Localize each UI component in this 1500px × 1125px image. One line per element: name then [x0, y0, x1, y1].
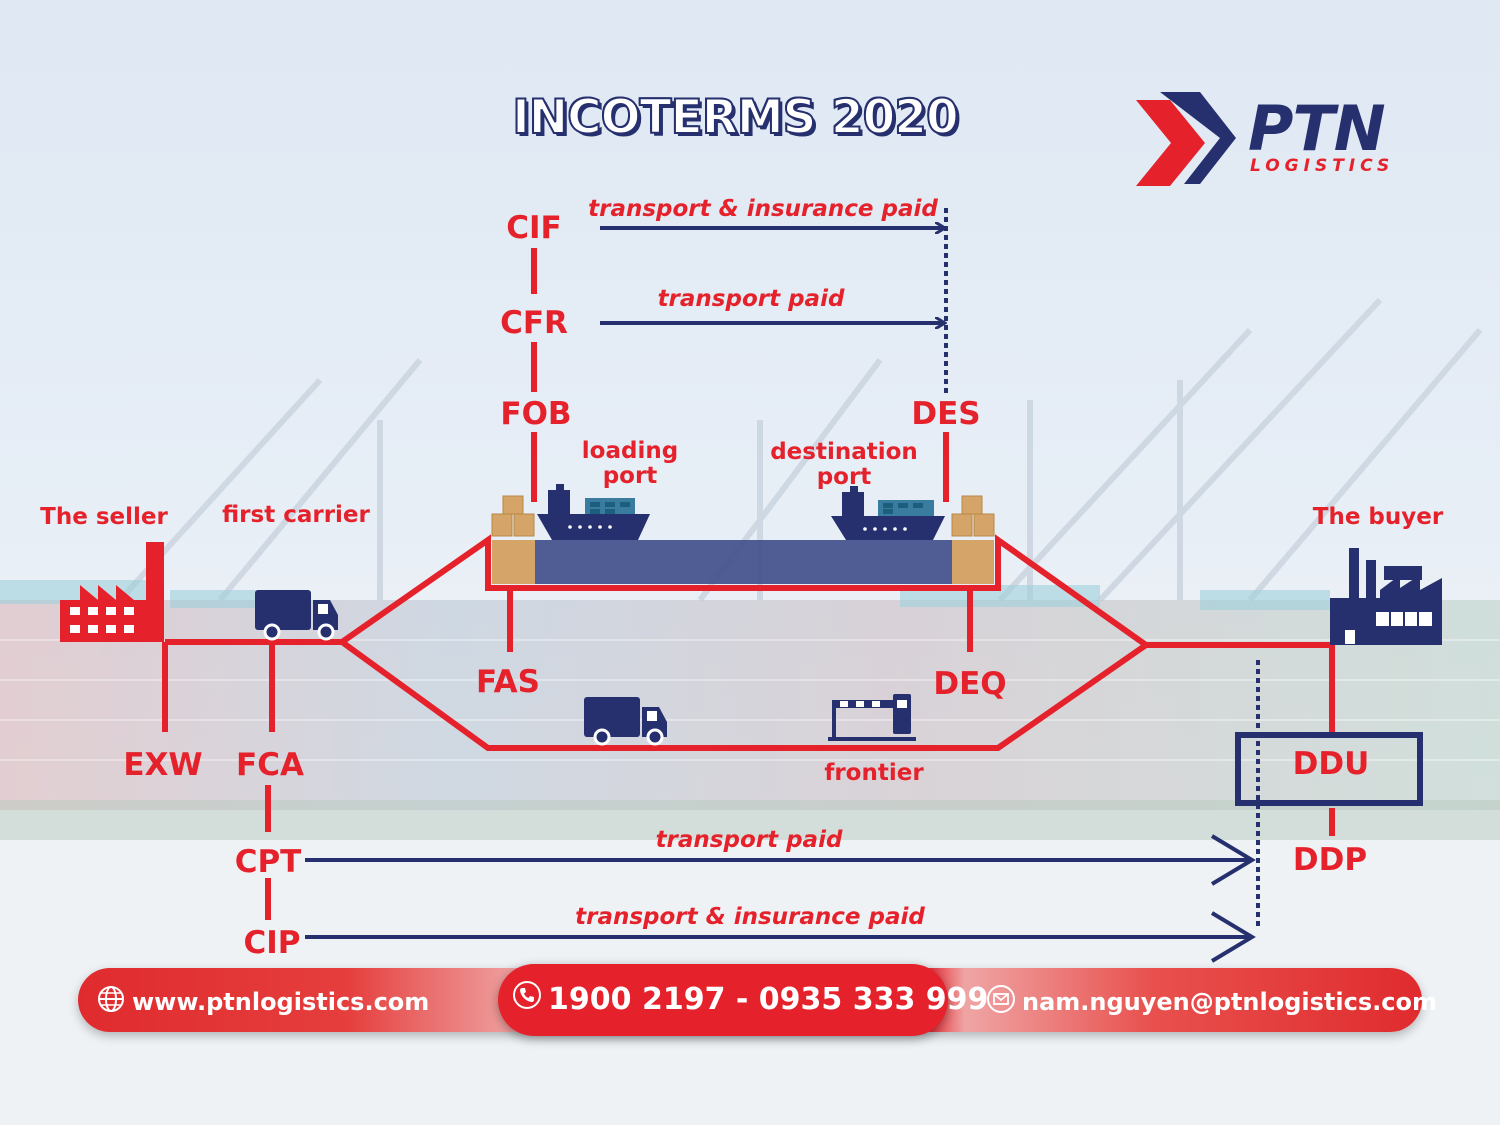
cif-arrow-label: transport & insurance paid [588, 196, 938, 222]
buyer-factory-icon [1330, 548, 1442, 645]
ddp-label: DDP [1293, 842, 1367, 878]
ship-icon-loading [537, 484, 650, 540]
cfr-label: CFR [500, 305, 568, 341]
boxes-icon-loading [491, 495, 535, 537]
deq-label: DEQ [933, 666, 1006, 702]
cpt-arrow-label: transport paid [656, 827, 843, 853]
cpt-label: CPT [235, 844, 302, 880]
barrier-icon-frontier [828, 694, 916, 741]
phone-pill [498, 964, 948, 1036]
ddu-label: DDU [1293, 746, 1370, 782]
fca-label: FCA [236, 747, 304, 783]
frontier-label: frontier [824, 760, 924, 786]
mail-icon [986, 984, 1016, 1020]
phone-link[interactable]: 1900 2197 - 0935 333 999 [512, 978, 988, 1020]
ddu-box [1235, 732, 1423, 806]
cpt-arrow-head [1210, 834, 1256, 886]
email-text: nam.nguyen@ptnlogistics.com [1022, 988, 1437, 1016]
cip-label: CIP [243, 925, 300, 961]
transport-arrows [305, 228, 1256, 963]
destination-port-label-line2: port [817, 464, 872, 490]
cip-arrow-label: transport & insurance paid [575, 904, 925, 930]
seller-label: The seller [40, 504, 168, 530]
cip-arrow-head [1210, 911, 1256, 963]
brand-name: PTN [1248, 92, 1386, 165]
buyer-label: The buyer [1313, 504, 1444, 530]
loading-port-label-line2: port [603, 463, 658, 489]
brand-sub: LOGISTICS [1250, 156, 1395, 176]
sea-band [535, 540, 952, 584]
loading-port-label-line1: loading [582, 438, 678, 464]
phone-text: 1900 2197 - 0935 333 999 [548, 981, 989, 1017]
exw-label: EXW [123, 747, 202, 783]
first-carrier-label: first carrier [222, 502, 370, 528]
des-label: DES [911, 396, 980, 432]
page-title: INCOTERMS 2020 [511, 89, 959, 146]
boxes-icon-destination [951, 495, 995, 537]
destination-port-label-line1: destination [770, 439, 918, 465]
website-link[interactable]: www.ptnlogistics.com [96, 982, 429, 1022]
truck-icon-first-carrier [255, 590, 338, 641]
cfr-arrow-label: transport paid [658, 286, 845, 312]
globe-icon [96, 984, 126, 1020]
destination-quay [952, 540, 994, 584]
ship-icon-destination [831, 486, 945, 540]
website-text: www.ptnlogistics.com [132, 988, 430, 1016]
ptn-logo-icon [1136, 92, 1236, 186]
truck-icon-inland [584, 697, 667, 746]
loading-quay [492, 540, 535, 584]
cif-label: CIF [506, 210, 561, 246]
phone-icon [512, 980, 542, 1018]
fob-label: FOB [500, 396, 571, 432]
fas-label: FAS [476, 664, 540, 700]
seller-factory-icon [60, 542, 164, 642]
email-link[interactable]: nam.nguyen@ptnlogistics.com [986, 982, 1437, 1022]
route-network [162, 248, 1335, 920]
